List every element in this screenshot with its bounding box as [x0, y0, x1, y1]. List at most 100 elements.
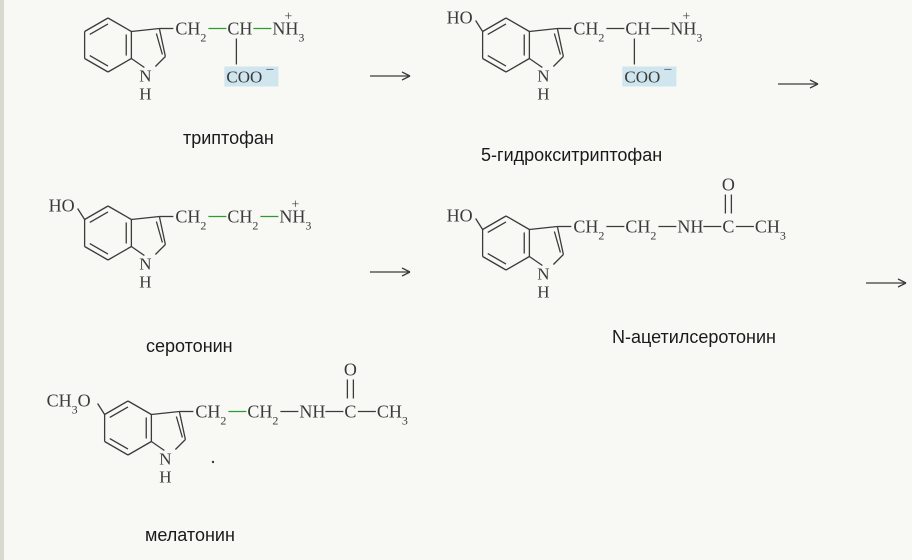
reaction-arrow-1 [370, 71, 411, 81]
pyrrole-bond [154, 244, 166, 255]
chain-group-ch: CH2 [175, 19, 206, 45]
compound-5-hydroxytryptophan-indole: NH [481, 17, 565, 104]
compound-melatonin-indole: NH [103, 400, 187, 487]
reaction-arrow-4 [866, 278, 907, 288]
chain-charge-plus: + [284, 10, 292, 25]
benzene-double-bond [89, 54, 109, 67]
arrow-head [401, 71, 411, 77]
substituent-methoxy: CH3O [47, 391, 91, 417]
label-n-acetylserotonin: N-ацетилсеротонин [612, 327, 776, 347]
chain-charge-plus: + [682, 10, 690, 25]
chain-charge-plus: + [291, 198, 299, 213]
benzene-bond [482, 255, 507, 271]
label-tryptophan: триптофан [183, 128, 274, 148]
carbonyl-oxygen: O [722, 175, 735, 195]
benzene-double-bond [487, 54, 507, 67]
pyrrole-bond [556, 28, 565, 57]
pyrrole-bond [131, 215, 160, 221]
chain-group-ch: CH2 [175, 207, 206, 233]
chain-group-ch: CH2 [573, 217, 604, 243]
benzene-bond [505, 215, 530, 231]
chain-group-ch: CH [227, 19, 252, 39]
pyrrole-bond [151, 440, 165, 452]
label-melatonin: мелатонин [145, 525, 235, 545]
compound-tryptophan-indole: NH [83, 17, 167, 104]
nh-hydrogen-label: H [139, 85, 151, 104]
pyrrole-bond [556, 226, 565, 255]
carboxylate-highlight [622, 66, 677, 87]
arrow-head [897, 278, 907, 284]
stray-mark [211, 460, 215, 464]
benzene-bond [107, 245, 132, 261]
pyrrole-bond [552, 254, 564, 265]
benzene-bond [482, 57, 507, 73]
benzene-bond [482, 215, 507, 231]
reaction-arrow-2 [778, 79, 819, 89]
arrow-head [401, 75, 411, 81]
benzene-double-bond [487, 221, 507, 234]
benzene-bond [127, 400, 152, 416]
chain-group-ch: CH [625, 19, 650, 39]
benzene-bond [505, 57, 530, 73]
pyrrole-double-bond [155, 221, 164, 243]
pyrrole-double-bond [553, 33, 562, 55]
pyrrole-bond [158, 216, 167, 245]
benzene-bond [84, 57, 109, 73]
pyrrole-bond [131, 27, 160, 33]
arrow-head [809, 79, 819, 85]
nh-hydrogen-label: H [139, 273, 151, 292]
substituent-bond [475, 218, 484, 230]
carboxylate-label: COO [624, 68, 660, 87]
pyrrole-bond [529, 225, 558, 231]
nh-nitrogen-label: N [139, 67, 151, 86]
nh-hydrogen-label: H [537, 283, 549, 302]
benzene-double-bond [487, 23, 507, 36]
benzene-bond [107, 17, 132, 33]
benzene-bond [505, 255, 530, 271]
benzene-bond [482, 17, 507, 33]
chain-group-ch: CH3 [377, 402, 408, 428]
pyrrole-bond [131, 245, 145, 257]
substituent-hydroxy: HO [447, 8, 473, 28]
pyrrole-bond [154, 56, 166, 67]
benzene-double-bond [487, 252, 507, 265]
benzene-bond [107, 205, 132, 221]
pyrrole-bond [529, 27, 558, 33]
chain-group-ch: CH2 [247, 402, 278, 428]
substituent-hydroxy: HO [49, 196, 75, 216]
pyrrole-bond [529, 57, 543, 69]
arrow-head [809, 83, 819, 89]
benzene-bond [84, 245, 109, 261]
carboxylate-label: COO [226, 68, 262, 87]
chain-group-nh: NH [677, 217, 703, 237]
arrow-head [401, 271, 411, 277]
benzene-bond [84, 205, 109, 221]
page-edge [0, 0, 4, 560]
benzene-bond [84, 17, 109, 33]
chain-group-ch: CH2 [195, 402, 226, 428]
pyrrole-bond [552, 56, 564, 67]
compound-n-acetylserotonin-indole: NH [481, 215, 565, 302]
benzene-double-bond [109, 406, 129, 419]
substituent-hydroxy: HO [447, 206, 473, 226]
chain-group-ch: CH2 [573, 19, 604, 45]
carboxylate-charge: – [265, 62, 274, 77]
pyrrole-double-bond [155, 33, 164, 55]
reaction-arrow-3 [370, 267, 411, 277]
carboxylate-highlight [224, 66, 279, 87]
arrow-head [897, 282, 907, 288]
nh-nitrogen-label: N [159, 450, 171, 469]
pyrrole-bond [529, 255, 543, 267]
benzene-double-bond [89, 211, 109, 224]
compound-serotonin-indole: NH [83, 205, 167, 292]
benzene-bond [505, 17, 530, 33]
chain-group-nh: NH [299, 402, 325, 422]
label-5-hydroxytryptophan: 5-гидрокситриптофан [481, 145, 663, 165]
benzene-bond [104, 400, 129, 416]
